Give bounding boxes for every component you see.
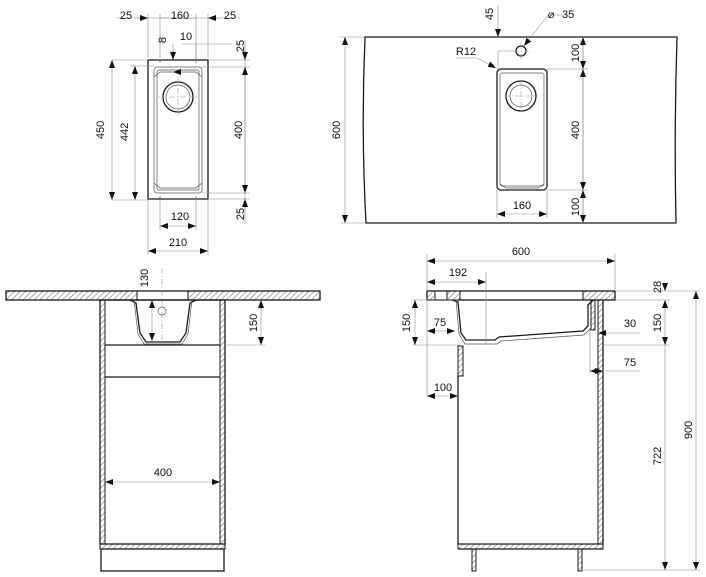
bowl-outline [153, 66, 203, 194]
bowl-profile [451, 299, 594, 341]
dim-flange-right: 25 [224, 10, 236, 22]
dim-depth-side: 600 [512, 246, 530, 258]
dim-overall-length: 450 [95, 121, 107, 139]
dim-cabinet-inner-width: 400 [154, 467, 172, 479]
dim-right-gap: 30 [624, 318, 636, 330]
sink-top-view: 25 160 25 8 10 25 400 25 450 442 120 210 [95, 10, 250, 255]
bowl-profile [129, 299, 197, 343]
dim-depth-from-top: 150 [248, 314, 260, 332]
dim-flange-left: 25 [120, 10, 132, 22]
dim-slot-width: 10 [180, 31, 192, 43]
dim-countertop-thickness: 28 [652, 281, 664, 293]
dim-bowl-depth-right: 150 [652, 314, 664, 332]
dim-bowl-width: 160 [171, 10, 189, 22]
dim-bottom-slots: 120 [171, 211, 189, 223]
dim-bottom-flange: 25 [235, 208, 247, 220]
dim-top-flange: 25 [235, 40, 247, 52]
countertop-section [426, 290, 616, 301]
diameter-symbol: ⌀ [548, 9, 555, 21]
dim-front-recess: 100 [434, 382, 452, 394]
countertop-outline [362, 36, 678, 224]
dim-top-margin: 100 [570, 44, 582, 62]
dim-corner-radius: R12 [456, 46, 476, 58]
dim-front-offset: 45 [484, 8, 496, 20]
dim-bowl-width-plan: 160 [513, 200, 531, 212]
dim-bowl-length-plan: 400 [570, 121, 582, 139]
dim-right-panel-offset: 75 [624, 357, 636, 369]
dim-bowl-length: 400 [233, 121, 245, 139]
countertop-plan-view: ⌀ 35 45 R12 100 400 100 160 600 [331, 5, 678, 224]
dim-left-offset: 75 [434, 317, 446, 329]
dim-bowl-depth: 130 [139, 269, 151, 287]
bowl-outline [496, 68, 548, 191]
dim-inner-length: 442 [119, 123, 131, 141]
dim-bottom-margin: 100 [570, 198, 582, 216]
dim-bowl-depth-left: 150 [401, 314, 413, 332]
cabinet-outline [99, 299, 226, 545]
dim-depth-plan: 600 [331, 121, 343, 139]
front-section-view: 130 150 400 [5, 268, 321, 572]
dim-overall-width: 210 [169, 237, 187, 249]
dim-slot-offset: 8 [157, 37, 169, 43]
side-section-view: 600 192 150 75 100 30 75 28 150 722 900 [401, 246, 700, 572]
dim-total-height: 900 [683, 421, 695, 439]
dim-hole-diameter: 35 [562, 9, 574, 21]
dim-drain-offset: 192 [449, 267, 467, 279]
plinth [100, 548, 225, 572]
dim-cabinet-height: 722 [652, 447, 664, 465]
